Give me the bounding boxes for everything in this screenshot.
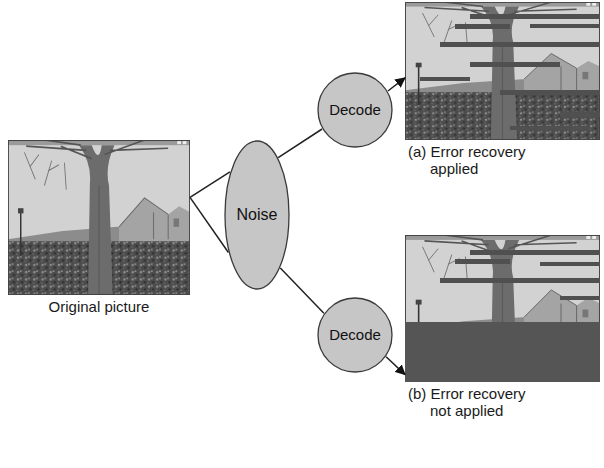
picture-caption: Original picture [8, 298, 190, 315]
connector-line [190, 197, 228, 252]
decode-circle: Decode [317, 297, 393, 373]
connector-line [190, 172, 230, 197]
recovered-photo [405, 2, 600, 140]
connector-line [280, 268, 324, 313]
decode-circle: Decode [317, 72, 393, 148]
arrow [386, 357, 405, 375]
node-label: Decode [329, 101, 381, 118]
error-streaks [420, 14, 600, 130]
photo-frame: (b) Error recovery not applied [405, 235, 600, 382]
error-streaks [405, 250, 600, 382]
noise-ellipse: Noise [224, 140, 290, 290]
node-label: Decode [329, 326, 381, 343]
original-photo [8, 140, 190, 295]
node-label: Noise [237, 206, 278, 224]
photo-frame: Original picture [8, 140, 190, 295]
connector-line [278, 129, 322, 158]
photo-frame: (a) Error recovery applied [405, 2, 600, 140]
corrupted-photo [405, 235, 600, 382]
picture-caption: (a) Error recovery applied [408, 143, 550, 177]
arrow [388, 78, 405, 91]
picture-caption: (b) Error recovery not applied [408, 385, 550, 419]
